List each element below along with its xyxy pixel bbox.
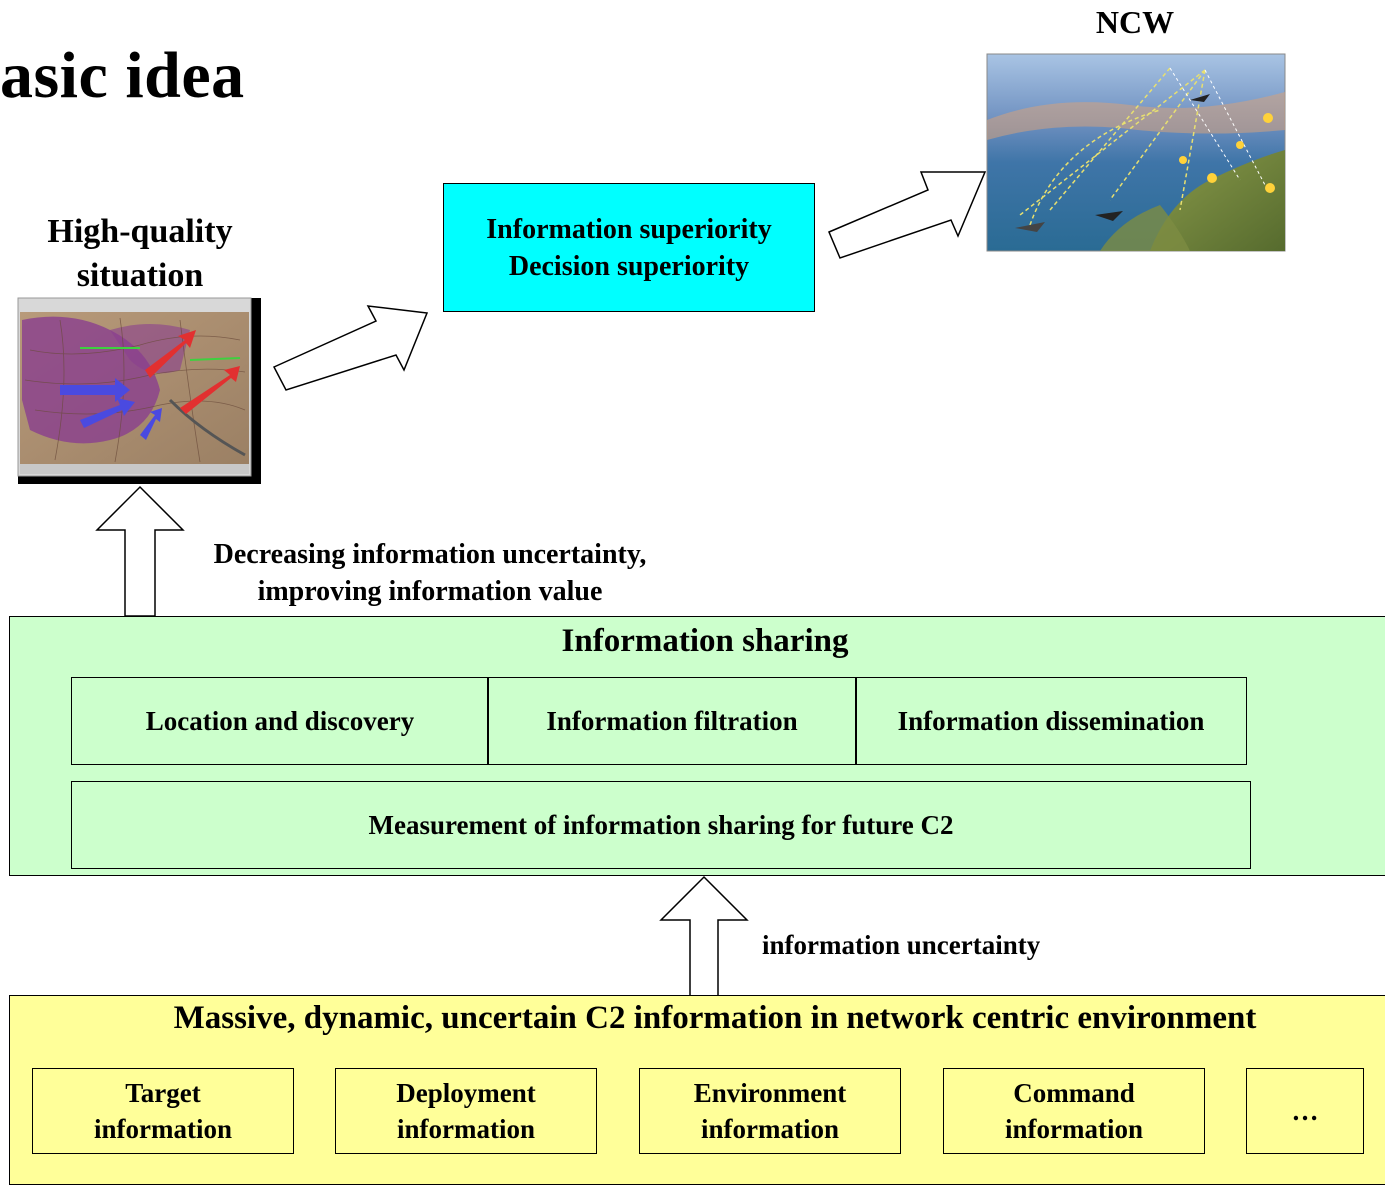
slide-title: asic idea <box>0 39 245 112</box>
arrow-up-to-sharing <box>659 875 749 997</box>
uncertainty-caption: Decreasing information uncertainty, impr… <box>190 536 670 610</box>
sharing-cell-dissemination: Information dissemination <box>855 677 1247 765</box>
measurement-box: Measurement of information sharing for f… <box>71 781 1251 869</box>
uncertainty-caption-line2: improving information value <box>257 576 603 607</box>
situation-label: High-quality situation <box>20 210 260 298</box>
sharing-cell-filtration: Information filtration <box>487 677 857 765</box>
ncw-label: NCW <box>1095 4 1175 40</box>
env-item-deployment-line1: Deployment <box>396 1078 536 1108</box>
env-item-deployment-line2: information <box>396 1114 535 1144</box>
situation-label-line1: High-quality <box>47 213 233 250</box>
information-sharing-title: Information sharing <box>561 623 849 659</box>
ncw-scene-image <box>986 53 1286 252</box>
arrow-to-superiority <box>272 305 429 391</box>
situation-map-image <box>17 297 261 484</box>
env-item-deployment: Deployment information <box>335 1068 597 1154</box>
superiority-line1: Information superiority <box>486 213 772 245</box>
arrow-up-to-situation <box>95 485 185 617</box>
env-item-environment: Environment information <box>639 1068 901 1154</box>
env-item-target-line1: Target <box>125 1078 201 1108</box>
situation-label-line2: situation <box>76 257 204 294</box>
superiority-box: Information superiority Decision superio… <box>443 183 815 312</box>
information-uncertainty-label: information uncertainty <box>762 930 1041 960</box>
uncertainty-caption-line1: Decreasing information uncertainty, <box>213 539 647 570</box>
env-item-target: Target information <box>32 1068 294 1154</box>
environment-panel: Massive, dynamic, uncertain C2 informati… <box>9 995 1385 1185</box>
env-item-command-line1: Command <box>1013 1078 1135 1108</box>
sharing-cell-location: Location and discovery <box>71 677 489 765</box>
env-item-environment-line2: information <box>701 1114 839 1144</box>
env-item-target-line2: information <box>94 1114 232 1144</box>
env-item-more-ellipsis: … <box>1291 1096 1319 1126</box>
env-item-more: … <box>1246 1068 1364 1154</box>
env-item-environment-line1: Environment <box>693 1078 847 1108</box>
env-item-command-line2: information <box>1005 1114 1143 1144</box>
env-item-command: Command information <box>943 1068 1205 1154</box>
information-sharing-panel: Information sharing Location and discove… <box>9 616 1385 876</box>
arrow-to-ncw <box>828 171 987 259</box>
superiority-line2: Decision superiority <box>508 250 750 282</box>
environment-title: Massive, dynamic, uncertain C2 informati… <box>173 1000 1257 1036</box>
